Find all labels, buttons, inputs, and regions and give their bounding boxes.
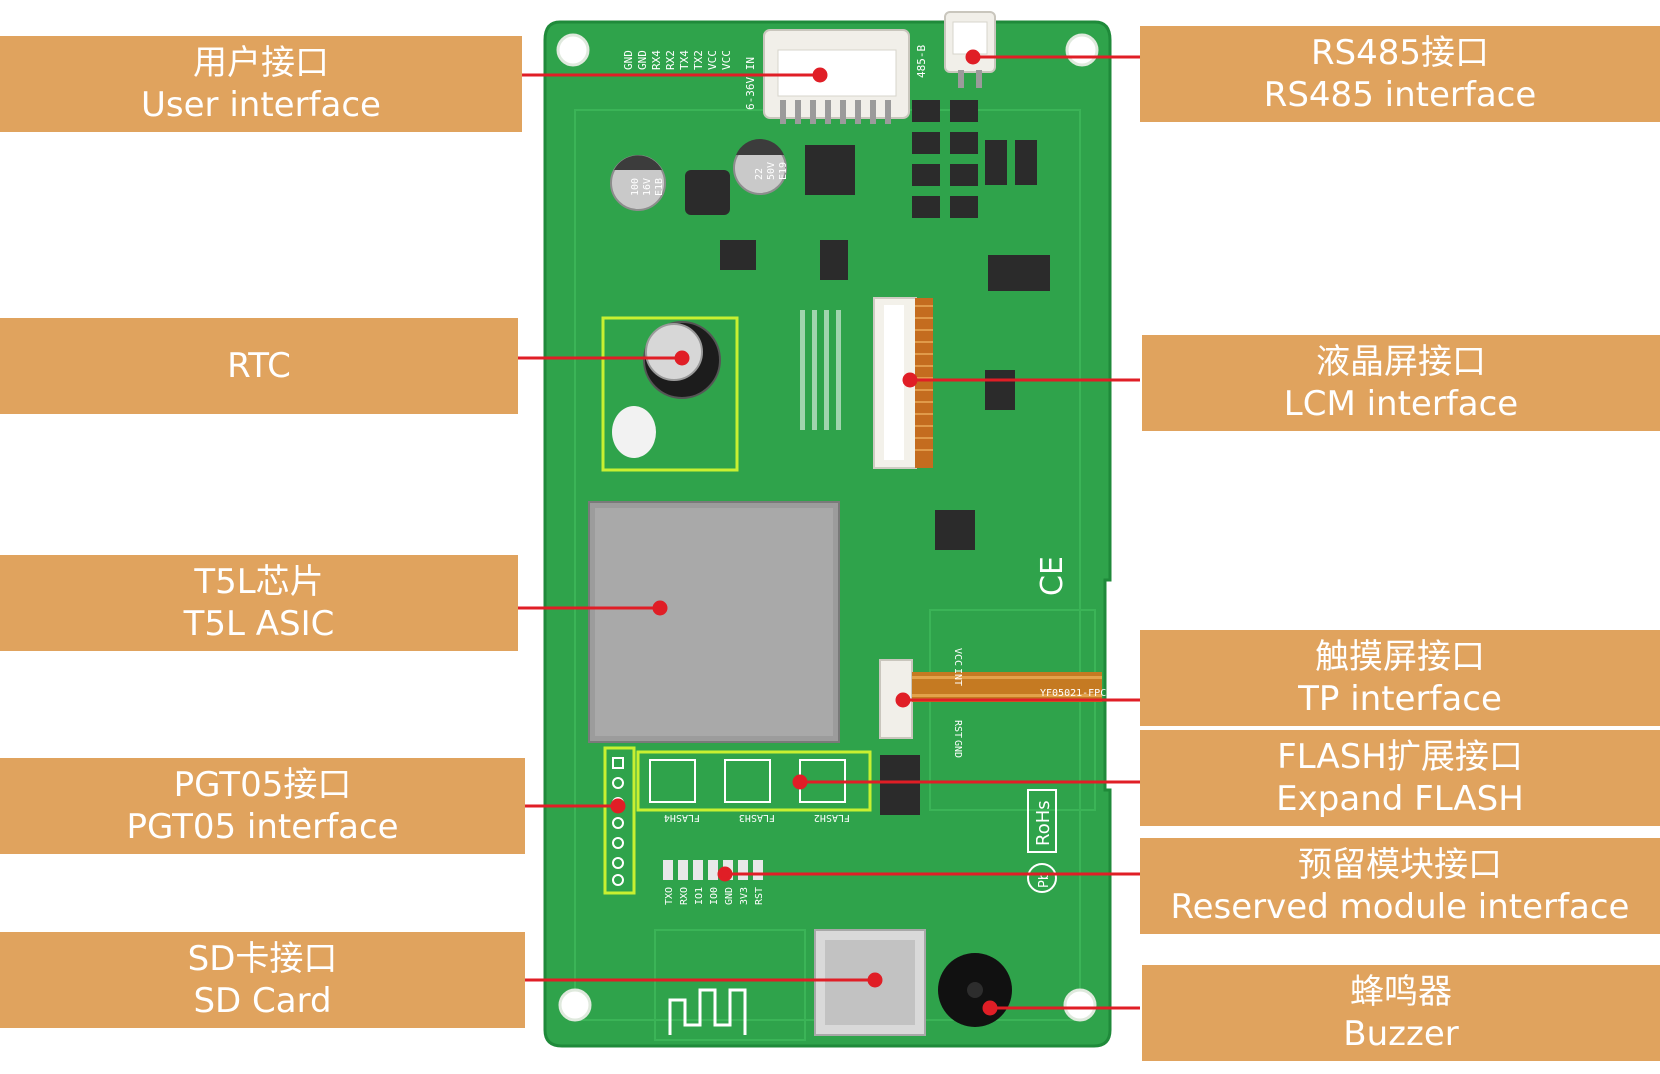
mounting-hole [1065,33,1099,67]
silk-user-pin: VCC [720,50,733,70]
callout-zh: 蜂鸣器 [1350,971,1452,1012]
callout-pgt05-interface: PGT05接口 PGT05 interface [0,758,525,854]
silk-user-pin: TX4 [678,50,691,70]
silk-user-pin: TX2 [692,50,705,70]
silk-reserved-pin: IO1 [694,887,705,905]
cap2-code: E19 [778,162,789,180]
via-grid [800,310,841,430]
callout-en: T5L ASIC [183,604,335,644]
callout-expand-flash: FLASH扩展接口 Expand FLASH [1140,730,1660,826]
callout-en: RTC [227,345,291,386]
callout-buzzer: 蜂鸣器 Buzzer [1142,965,1660,1061]
callout-en: TP interface [1298,679,1502,719]
reserved-module-pin-labels: TXO RXO IO1 IO0 GND 3V3 RST [664,887,765,905]
cap2-value: 22 [754,168,765,180]
pgt05-pins [612,757,624,886]
silk-reserved-pin: IO0 [709,887,720,905]
silk-tp-pin: VCC [952,648,963,666]
tp-area-outline [929,609,1096,811]
mounting-hole [556,33,590,67]
flash-slot-labels: FLASH4 FLASH3 FLASH2 [664,812,850,823]
silk-tp-pin: INT [952,668,963,686]
callout-zh: 触摸屏接口 [1315,636,1485,677]
pb-text: Pb [1037,872,1052,888]
callout-zh: 预留模块接口 [1298,844,1502,885]
capacitor-2 [733,139,787,195]
callout-pointers [518,49,1140,1016]
pgt05-highlight-box [603,746,636,895]
cap1-code: E1B [654,178,665,196]
silk-voltage: 6-36V IN [744,57,757,110]
silk-flash-slot: FLASH3 [739,812,775,823]
silk-reserved-pin: GND [724,887,735,905]
tp-pin-labels: VCC INT RST GND [952,648,963,758]
callout-rtc: RTC [0,318,518,414]
silk-reserved-pin: RST [754,887,765,905]
callout-en: RS485 interface [1263,75,1537,115]
callout-en: Buzzer [1343,1014,1459,1054]
callout-lcm-interface: 液晶屏接口 LCM interface [1142,335,1660,431]
silk-user-pin: GND [622,50,635,70]
inductor [685,170,730,215]
callout-zh: SD卡接口 [187,938,338,979]
callout-rs485-interface: RS485接口 RS485 interface [1140,26,1660,122]
silk-flash-slot: FLASH2 [814,812,850,823]
callout-zh: 用户接口 [193,42,329,83]
silk-tp-pin: RST [952,720,963,738]
callout-en: PGT05 interface [126,807,399,847]
mounting-hole [558,988,592,1022]
callout-zh: RS485接口 [1310,32,1490,73]
callout-zh: T5L芯片 [194,561,324,602]
cap1-value: 100 [630,178,641,196]
silk-user-pin: RX2 [664,50,677,70]
ce-mark: CE [1035,556,1070,596]
callout-zh: 液晶屏接口 [1316,341,1486,382]
buzzer-component [938,953,1012,1027]
callout-sd-card: SD卡接口 SD Card [0,932,525,1028]
silk-flash-slot: FLASH4 [664,812,700,823]
silk-user-pin: RX4 [650,50,663,70]
user-interface-connector [763,29,910,124]
rohs-mark: RoHs Pb [1027,789,1057,893]
silk-reserved-pin: TXO [664,887,675,905]
callout-user-interface: 用户接口 User interface [0,36,522,132]
callout-reserved-module: 预留模块接口 Reserved module interface [1140,838,1660,934]
callout-tp-interface: 触摸屏接口 TP interface [1140,630,1660,726]
capacitor-labels: 100 16V E1B 22 50V E19 [630,162,789,196]
silk-user-pin: VCC [706,50,719,70]
cap1-voltage: 16V [642,178,653,196]
callout-zh: FLASH扩展接口 [1277,736,1523,777]
antenna-trace [668,988,747,1035]
t5l-chip [588,501,840,743]
silk-user-pin: GND [636,50,649,70]
silk-tp-pin: GND [952,740,963,758]
rtc-highlight-box [601,316,739,472]
antenna-area-outline [654,929,806,1041]
silk-reserved-pin: 3V3 [739,887,750,905]
callout-en: Expand FLASH [1276,779,1524,819]
silk-rs485: 485-B [915,45,928,78]
mounting-hole [1063,988,1097,1022]
rohs-text: RoHs [1033,800,1054,846]
callout-en: LCM interface [1283,384,1519,424]
capacitor-1 [610,155,666,211]
callout-t5l-asic: T5L芯片 T5L ASIC [0,555,518,651]
smd-components-top [720,100,1050,815]
reserved-module-pads [663,860,763,880]
silk-fpc: YF05021-FPC [1040,688,1106,699]
callout-en: Reserved module interface [1170,887,1630,927]
silk-reserved-pin: RXO [679,887,690,905]
callout-en: User interface [141,85,381,125]
cap2-voltage: 50V [766,162,777,180]
user-interface-pin-labels: GND GND RX4 RX2 TX4 TX2 VCC VCC 6-36V IN… [622,45,928,110]
callout-en: SD Card [193,981,332,1021]
callout-zh: PGT05接口 [173,764,352,805]
mounting-holes [556,33,1099,1022]
